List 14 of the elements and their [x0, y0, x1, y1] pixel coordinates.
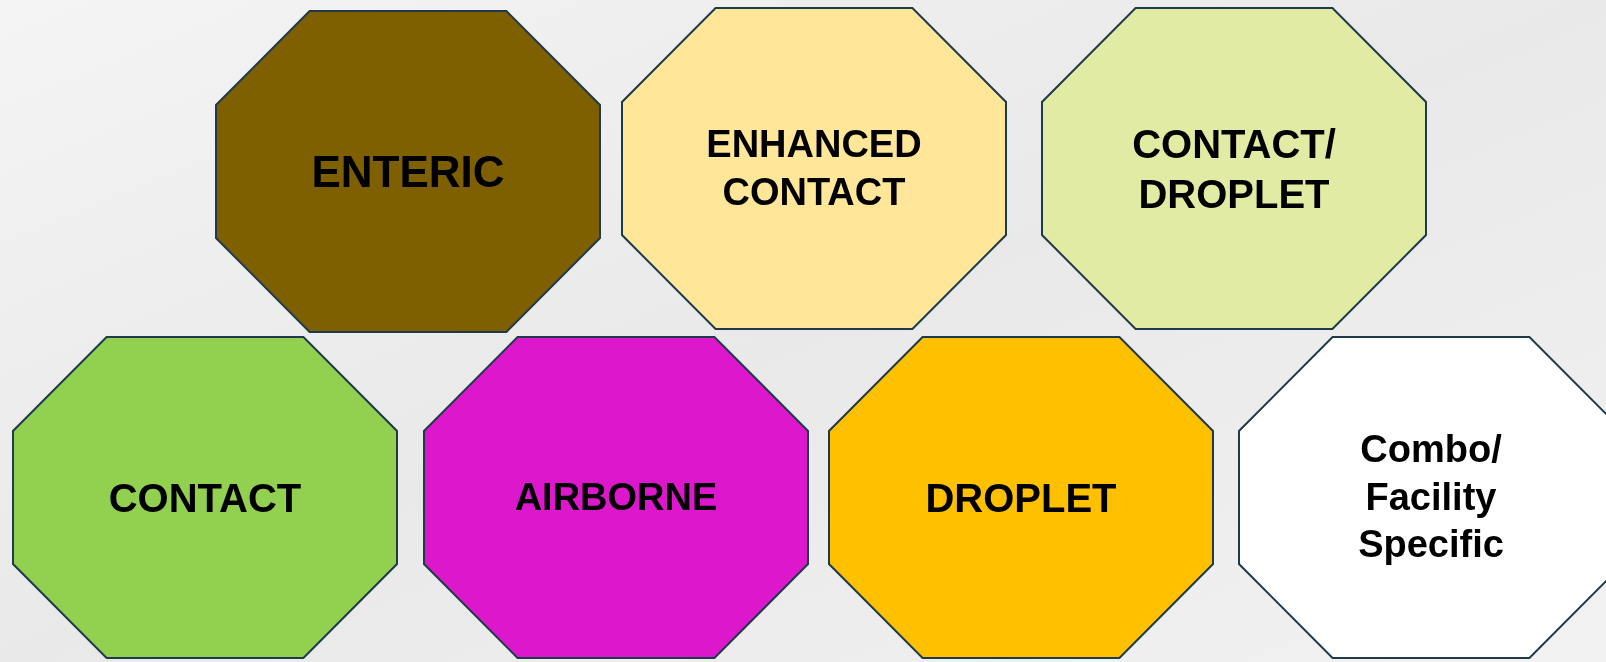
octagon	[1041, 7, 1427, 330]
octagon-label: CONTACT	[108, 474, 302, 522]
octagon	[423, 336, 809, 659]
octagon-label: AIRBORNE	[514, 474, 718, 520]
octagon-label: ENHANCED CONTACT	[705, 122, 923, 215]
octagon-label: DROPLET	[925, 474, 1117, 522]
octagon-label: CONTACT/ DROPLET	[1131, 120, 1337, 218]
octagon	[621, 7, 1007, 330]
octagon	[1238, 336, 1606, 659]
octagon-label: Combo/ Facility Specific	[1357, 427, 1505, 568]
octagon	[12, 336, 398, 659]
octagon	[828, 336, 1214, 659]
octagon	[215, 10, 601, 333]
octagon-label: ENTERIC	[311, 146, 505, 198]
